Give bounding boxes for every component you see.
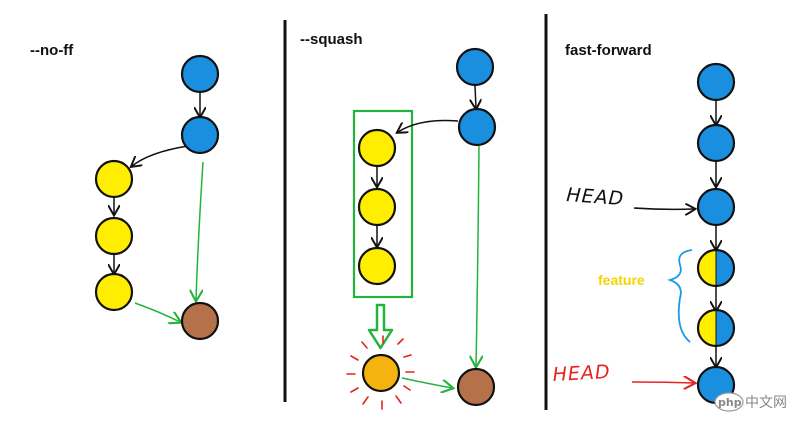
ff-commit-1 xyxy=(696,62,736,102)
no-ff-panel xyxy=(94,54,220,341)
squash-highlight-rays xyxy=(346,335,415,410)
squash-down-arrow xyxy=(367,303,394,350)
squash-panel xyxy=(346,47,497,410)
no-ff-master-commit-1 xyxy=(180,54,220,94)
squash-feature-commit-3 xyxy=(357,246,397,286)
watermark-text: 中文网 xyxy=(745,395,787,411)
squash-feature-commit-2 xyxy=(357,187,397,227)
no-ff-merge-arrow-master xyxy=(196,161,204,300)
squash-feature-commit-1 xyxy=(357,128,397,168)
no-ff-edge-branch xyxy=(132,145,189,166)
squash-feature-group-box xyxy=(352,109,414,299)
no-ff-merge-arrow-feature xyxy=(134,302,180,322)
no-ff-feature-commit-2 xyxy=(94,216,134,256)
no-ff-feature-commit-3 xyxy=(94,272,134,312)
panel-title-no-ff: --no-ff xyxy=(30,42,74,59)
squash-squashed-commit xyxy=(361,353,401,393)
squash-merge-arrow-master xyxy=(476,145,479,366)
ff-head-label-new: HEAD xyxy=(552,361,611,386)
no-ff-feature-commit-1 xyxy=(94,159,134,199)
no-ff-master-commit-2 xyxy=(180,115,220,155)
squash-merge-arrow-squashed xyxy=(401,377,452,388)
ff-feature-label: feature xyxy=(598,272,645,288)
panel-title-squash: --squash xyxy=(300,31,363,48)
watermark: php 中文网 xyxy=(714,392,787,412)
ff-head-arrow-new xyxy=(631,382,694,383)
no-ff-merge-commit xyxy=(180,301,220,341)
squash-edge-master xyxy=(475,85,476,108)
watermark-badge-text: php xyxy=(718,396,742,409)
ff-head-arrow-old xyxy=(633,208,694,209)
ff-commit-2 xyxy=(696,123,736,163)
squash-merge-commit xyxy=(456,367,496,407)
ff-feature-commit-1 xyxy=(696,248,736,288)
fast-forward-panel: HEAD HEAD feature xyxy=(552,62,736,405)
squash-master-commit-2 xyxy=(457,107,497,147)
ff-commit-3 xyxy=(696,187,736,227)
ff-feature-brace xyxy=(667,249,693,343)
ff-feature-commit-2 xyxy=(696,308,736,348)
watermark-badge-icon xyxy=(714,392,744,412)
panel-title-fast-forward: fast-forward xyxy=(565,42,652,59)
squash-edge-branch xyxy=(398,119,459,132)
squash-master-commit-1 xyxy=(455,47,495,87)
ff-head-label-old: HEAD xyxy=(566,184,625,210)
